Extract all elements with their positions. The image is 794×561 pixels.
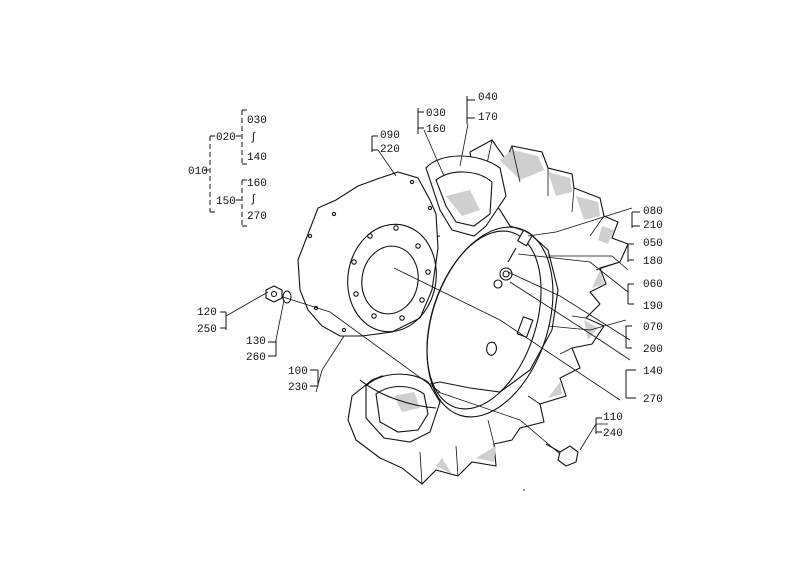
label-270-tree: 270 bbox=[247, 211, 267, 223]
label-070: 070 bbox=[643, 322, 663, 334]
label-040: 040 bbox=[478, 92, 498, 104]
label-220: 220 bbox=[380, 144, 400, 156]
callout-brackets bbox=[220, 96, 640, 434]
label-260: 260 bbox=[246, 352, 266, 364]
label-160-tree: 160 bbox=[247, 178, 267, 190]
upper-tread-plate bbox=[425, 155, 507, 237]
label-090: 090 bbox=[380, 130, 400, 142]
label-130: 130 bbox=[246, 336, 266, 348]
label-120: 120 bbox=[197, 307, 217, 319]
label-tilde-2: ∫ bbox=[250, 194, 257, 206]
stray-dot bbox=[523, 489, 525, 491]
label-050: 050 bbox=[643, 238, 663, 250]
bolt-110 bbox=[545, 443, 579, 467]
label-150: 150 bbox=[216, 196, 236, 208]
label-140: 140 bbox=[643, 366, 663, 378]
label-240: 240 bbox=[603, 428, 623, 440]
label-110: 110 bbox=[603, 412, 623, 424]
label-210: 210 bbox=[643, 220, 663, 232]
tree-labels: 010 020 030 ∫ 140 150 160 ∫ 270 bbox=[188, 115, 267, 223]
part-labels: 040 170 030 160 090 220 080 210 050 180 … bbox=[197, 92, 663, 440]
label-080: 080 bbox=[643, 206, 663, 218]
label-190: 190 bbox=[643, 301, 663, 313]
label-230: 230 bbox=[288, 382, 308, 394]
leader-lines bbox=[225, 123, 633, 455]
label-030-tree: 030 bbox=[247, 115, 267, 127]
label-160: 160 bbox=[426, 124, 446, 136]
valve-assembly bbox=[493, 229, 534, 289]
label-060: 060 bbox=[643, 279, 663, 291]
label-180: 180 bbox=[643, 256, 663, 268]
label-tilde-1: ∫ bbox=[250, 132, 257, 144]
label-140-tree: 140 bbox=[247, 152, 267, 164]
lower-tread-plate bbox=[365, 373, 441, 443]
wheel-disc bbox=[297, 171, 439, 337]
nut-120 bbox=[265, 285, 283, 303]
label-170: 170 bbox=[478, 112, 498, 124]
assembly-tree bbox=[204, 109, 248, 227]
label-270: 270 bbox=[643, 394, 663, 406]
label-030: 030 bbox=[426, 108, 446, 120]
label-250: 250 bbox=[197, 324, 217, 336]
label-100: 100 bbox=[288, 366, 308, 378]
label-010: 010 bbox=[188, 166, 208, 178]
label-020: 020 bbox=[216, 132, 236, 144]
label-200: 200 bbox=[643, 344, 663, 356]
